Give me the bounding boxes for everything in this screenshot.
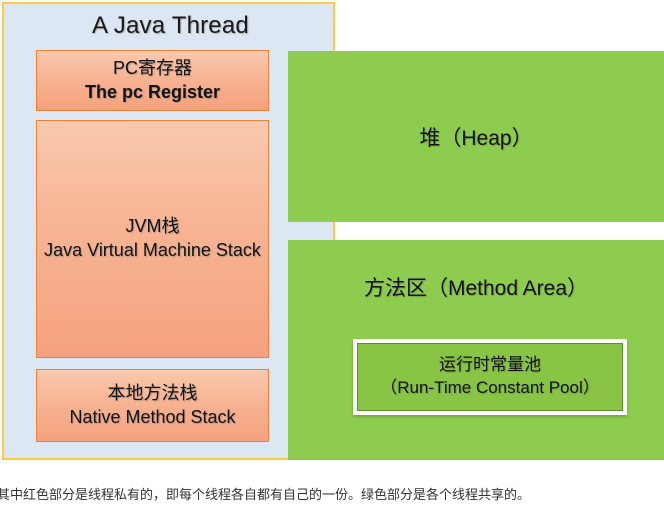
jvm-stack-box: JVM栈 Java Virtual Machine Stack	[36, 120, 269, 358]
pc-register-box: PC寄存器 The pc Register	[36, 50, 269, 111]
heap-box: 堆（Heap）	[288, 51, 664, 222]
pc-register-label-en: The pc Register	[84, 81, 221, 102]
method-area-label: 方法区（Method Area）	[363, 277, 589, 300]
run-time-constant-pool-box: 运行时常量池 （Run-Time Constant Pool）	[353, 339, 627, 415]
native-method-stack-label-cn: 本地方法栈	[107, 382, 198, 403]
native-method-stack-box: 本地方法栈 Native Method Stack	[36, 369, 269, 442]
pc-register-label-cn: PC寄存器	[112, 57, 192, 78]
heap-label: 堆（Heap）	[419, 126, 533, 150]
jvm-stack-label-en: Java Virtual Machine Stack	[44, 240, 261, 260]
method-area-box: 方法区（Method Area） 运行时常量池 （Run-Time Consta…	[288, 240, 664, 460]
jvm-stack-label-cn: JVM栈	[125, 216, 180, 237]
native-method-stack-label-en: Native Method Stack	[69, 406, 236, 427]
constant-pool-label-en: （Run-Time Constant Pool）	[380, 378, 600, 397]
thread-title: A Java Thread	[92, 12, 249, 39]
constant-pool-label-cn: 运行时常量池	[439, 355, 541, 375]
diagram-caption: 其中红色部分是线程私有的，即每个线程各自都有自己的一份。绿色部分是各个线程共享的…	[0, 487, 531, 502]
